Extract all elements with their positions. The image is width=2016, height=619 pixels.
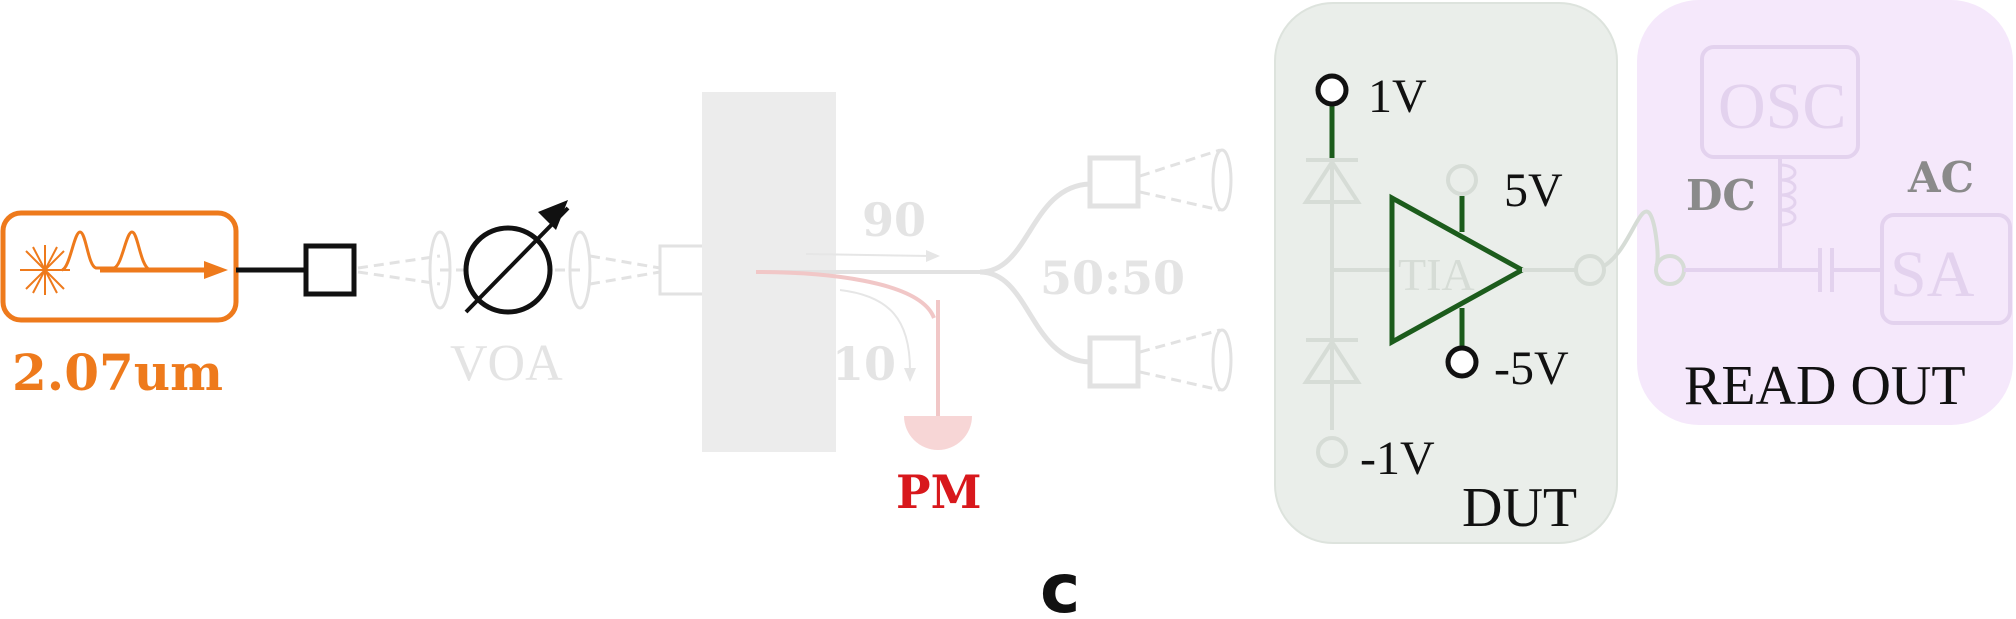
splitter-50-50 bbox=[979, 155, 1141, 389]
dut-label: DUT bbox=[1462, 477, 1577, 539]
laser-spectrum-icon bbox=[61, 230, 151, 272]
supply-neg-terminal bbox=[1445, 345, 1479, 379]
lens-pd-lower bbox=[1211, 328, 1233, 392]
free-space-beam-pd bbox=[1139, 148, 1221, 392]
tap-90-label: 90 bbox=[862, 193, 926, 247]
output-cable bbox=[1522, 209, 1686, 286]
laser-source bbox=[0, 210, 239, 323]
bias-bottom-terminal bbox=[1316, 436, 1348, 468]
power-meter-detector-icon bbox=[904, 416, 972, 450]
supply-pos-label: 5V bbox=[1504, 164, 1563, 217]
tap-10-label: 10 bbox=[832, 337, 896, 391]
bias-bottom-label: -1V bbox=[1360, 432, 1435, 485]
free-space-beam-voa bbox=[357, 230, 706, 310]
tia-label: TIA bbox=[1398, 249, 1475, 300]
tap-waveguides bbox=[755, 250, 980, 420]
readout-panel bbox=[1637, 0, 2013, 425]
inductor-icon bbox=[1779, 163, 1797, 227]
fiber-coupler-1 bbox=[303, 243, 357, 297]
fiber-coupler-upper bbox=[1087, 155, 1141, 209]
bias-top-terminal bbox=[1315, 73, 1349, 107]
voa-label: VOA bbox=[450, 335, 563, 392]
laser-arrow-icon bbox=[204, 261, 228, 279]
panel-label: c bbox=[1040, 550, 1080, 619]
spectrum-analyzer-label: SA bbox=[1890, 238, 1975, 311]
power-meter-label: PM bbox=[896, 465, 982, 519]
fiber-coupler-2 bbox=[658, 244, 706, 296]
laser-starburst-icon bbox=[20, 245, 70, 295]
photodiode-upper-icon bbox=[1302, 158, 1362, 204]
voa-attenuator-icon bbox=[463, 200, 570, 315]
oscilloscope-label: OSC bbox=[1718, 70, 1846, 143]
readout-circuit bbox=[1684, 45, 2012, 325]
photodiode-lower-icon bbox=[1302, 338, 1362, 384]
lens-2 bbox=[568, 230, 592, 310]
dut-panel bbox=[1274, 2, 1618, 544]
readout-label: READ OUT bbox=[1684, 355, 1966, 417]
dc-label: DC bbox=[1686, 171, 1756, 220]
tia-amplifier-icon bbox=[1389, 193, 1528, 347]
photodiode-circuit bbox=[1302, 158, 1392, 468]
splitter-ratio-label: 50:50 bbox=[1040, 251, 1185, 305]
supply-neg-label: -5V bbox=[1494, 342, 1569, 395]
supply-pos-terminal bbox=[1446, 164, 1478, 196]
fiber-coupler-lower bbox=[1087, 335, 1141, 389]
ac-label: AC bbox=[1907, 153, 1974, 202]
lens-pd-upper bbox=[1211, 148, 1233, 212]
laser-wavelength: 2.07um bbox=[12, 343, 223, 402]
bias-top-label: 1V bbox=[1368, 70, 1427, 123]
